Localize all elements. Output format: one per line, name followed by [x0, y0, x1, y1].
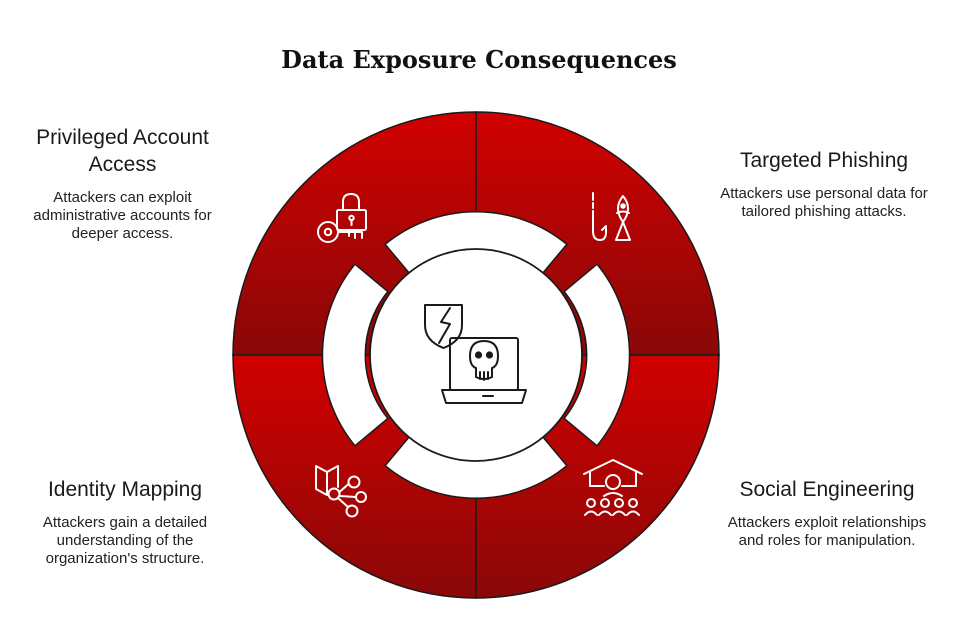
privileged-account-heading: Privileged Account Access	[36, 126, 209, 176]
lock-key-icon	[317, 193, 367, 243]
identity-mapping-block: Identity Mapping Attackers gain a detail…	[25, 476, 225, 568]
identity-mapping-heading: Identity Mapping	[47, 478, 203, 501]
group-house-icon	[583, 459, 643, 516]
social-engineering-block: Social Engineering Attackers exploit rel…	[722, 476, 932, 550]
inner-ring-left	[321, 263, 389, 447]
identity-mapping-description: Attackers gain a detailed understanding …	[42, 514, 208, 567]
targeted-phishing-description: Attackers use personal data for tailored…	[720, 185, 928, 220]
hook-fish-icon	[592, 192, 631, 241]
privileged-account-description: Attackers can exploit administrative acc…	[33, 189, 212, 242]
targeted-phishing-heading: Targeted Phishing	[739, 149, 909, 172]
broken-shield-icon	[424, 304, 463, 349]
diagram-title: Data Exposure Consequences	[281, 45, 677, 74]
privileged-account-block: Privileged Account Access Attackers can …	[20, 124, 225, 243]
targeted-phishing-block: Targeted Phishing Attackers use personal…	[710, 147, 938, 221]
inner-ring-right	[563, 263, 631, 447]
social-engineering-heading: Social Engineering	[739, 478, 915, 501]
social-engineering-description: Attackers exploit relationships and role…	[727, 514, 927, 549]
map-network-icon	[315, 465, 367, 518]
laptop-skull-icon	[441, 337, 527, 404]
